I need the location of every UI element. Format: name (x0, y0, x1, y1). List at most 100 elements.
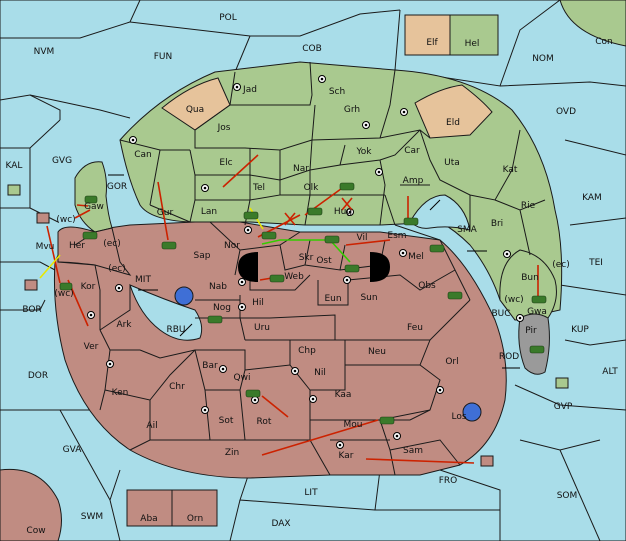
label-nor: Nor (224, 241, 240, 251)
label-los: Los (451, 412, 466, 422)
label-zin: Zin (225, 448, 239, 458)
label-uta: Uta (444, 158, 460, 168)
label-mit: MIT (135, 275, 151, 285)
label-car: Car (404, 146, 420, 156)
label-vil: Vil (357, 233, 368, 243)
coast-label: (ec) (103, 239, 121, 249)
coast-label: (ec) (552, 260, 570, 270)
label-bar: Bar (202, 361, 218, 371)
label-gvg: GVG (52, 156, 72, 166)
label-ail: Ail (146, 421, 157, 431)
label-web: Web (284, 272, 304, 282)
label-tei: TEI (588, 258, 603, 268)
black-cap-east (370, 252, 390, 282)
label-ark: Ark (116, 320, 132, 330)
label-gvp: GVP (554, 402, 573, 412)
label-can: Can (134, 150, 152, 160)
label-con: Con (595, 37, 613, 47)
label-rot: Rot (257, 417, 272, 427)
label-olk: Olk (304, 183, 320, 193)
region-orn[interactable] (171, 489, 218, 527)
label-hug: Hug (334, 207, 352, 217)
label-kar: Kar (339, 451, 354, 461)
label-hel: Hel (465, 39, 480, 49)
label-gaw: Gaw (84, 202, 104, 212)
label-skr: Skr (299, 253, 314, 263)
label-eld: Eld (446, 118, 460, 128)
label-ovd: OVD (556, 107, 576, 117)
label-lit: LIT (304, 488, 318, 498)
label-jos: Jos (217, 123, 231, 133)
label-dor: DOR (28, 371, 48, 381)
fleet-marker-mit (174, 286, 194, 306)
label-bri: Bri (491, 219, 503, 229)
label-kam: KAM (582, 193, 602, 203)
label-qwi: Qwi (234, 373, 251, 383)
green-borders (119, 61, 546, 301)
label-grh: Grh (344, 105, 360, 115)
label-mel: Mel (408, 252, 424, 262)
label-orn: Orn (187, 514, 203, 524)
label-rod: ROD (499, 352, 519, 362)
label-yok: Yok (355, 147, 372, 157)
label-chp: Chp (298, 346, 316, 356)
label-nvm: NVM (34, 47, 55, 57)
red-borders (57, 221, 471, 476)
label-uru: Uru (254, 323, 270, 333)
label-sap: Sap (194, 251, 211, 261)
label-kat: Kat (503, 165, 518, 175)
label-kaa: Kaa (335, 390, 352, 400)
label-her: Her (69, 241, 85, 251)
label-jad: Jad (242, 85, 257, 95)
label-cob: COB (302, 44, 322, 54)
coast-label: (ec) (108, 264, 126, 274)
label-aba: Aba (140, 514, 157, 524)
supply-centers (87, 75, 524, 449)
label-hil: Hil (252, 298, 264, 308)
region-eld[interactable] (414, 84, 493, 139)
label-sch: Sch (329, 87, 345, 97)
label-neu: Neu (368, 347, 386, 357)
label-esm: Esm (387, 231, 406, 241)
order-arrows (46, 154, 539, 464)
label-nab: Nab (209, 282, 227, 292)
label-nil: Nil (314, 368, 326, 378)
label-bun: Bun (521, 273, 539, 283)
label-sma: SMA (457, 225, 477, 235)
label-elc: Elc (219, 158, 232, 168)
fleet-marker-los (462, 402, 482, 422)
region-hel[interactable] (449, 14, 499, 56)
label-gor: GOR (107, 182, 127, 192)
black-cap-west (238, 252, 258, 282)
label-gwa: Gwa (527, 307, 547, 317)
label-elf: Elf (426, 38, 438, 48)
label-buc: BUC (491, 309, 510, 319)
coast-label: (wc) (54, 289, 73, 299)
label-amp: Amp (403, 176, 424, 186)
label-mou: Mou (344, 420, 363, 430)
label-feu: Feu (407, 323, 423, 333)
label-orl: Orl (445, 357, 458, 367)
label-eun: Eun (324, 294, 341, 304)
label-swm: SWM (81, 512, 103, 522)
label-ver: Ver (84, 342, 99, 352)
region-aba[interactable] (126, 489, 173, 527)
label-fun: FUN (154, 52, 173, 62)
label-mvu: Mvu (36, 242, 55, 252)
label-ost: Ost (316, 256, 332, 266)
label-lan: Lan (201, 207, 217, 217)
label-obs: Obs (418, 281, 436, 291)
label-sot: Sot (219, 416, 234, 426)
label-bor: BOR (22, 305, 41, 315)
coast-label: (wc) (56, 215, 75, 225)
label-nog: Nog (213, 303, 231, 313)
label-chr: Chr (169, 382, 185, 392)
label-sun: Sun (360, 293, 377, 303)
label-nom: NOM (532, 54, 554, 64)
region-elf[interactable] (404, 14, 451, 56)
region-cow[interactable] (0, 468, 62, 541)
convoy-line (261, 239, 351, 263)
region-pir[interactable] (518, 313, 550, 375)
label-kup: KUP (571, 325, 589, 335)
